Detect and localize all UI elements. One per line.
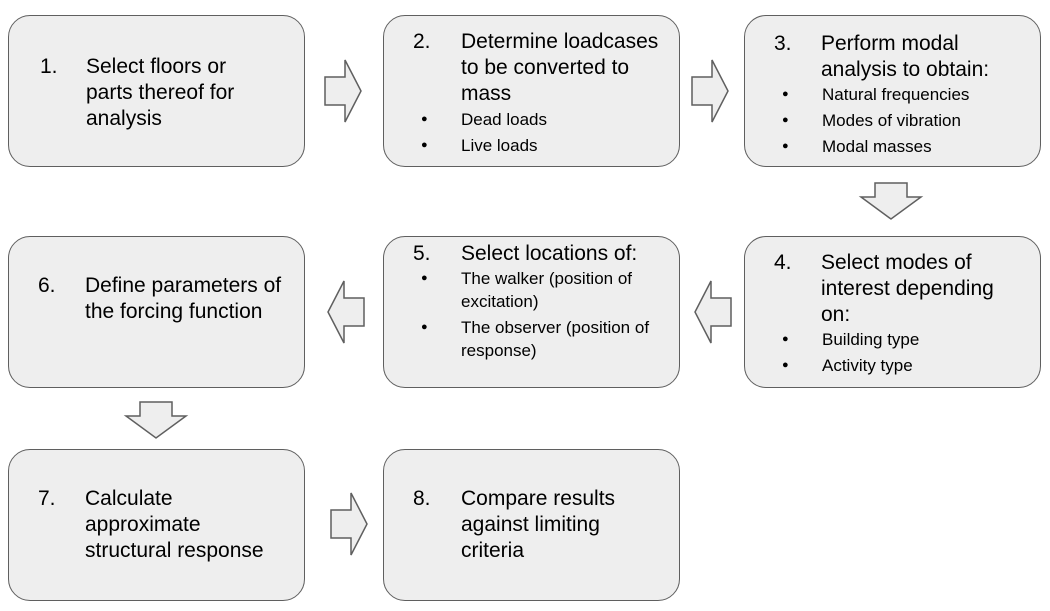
arrow-right-icon [324, 59, 362, 123]
step-8-number: 8. [413, 487, 431, 510]
arrow-down-icon [858, 182, 924, 220]
step-4-bullet-list: Building type Activity type [782, 328, 919, 380]
step-4-box: 4. Select modes of interest depending on… [744, 236, 1041, 388]
step-3-box: 3. Perform modal analysis to obtain: Nat… [744, 15, 1041, 167]
arrow-down-icon [123, 401, 189, 439]
step-2-bullet: Dead loads [421, 108, 547, 131]
step-6-box: 6. Define parameters of the forcing func… [8, 236, 305, 388]
step-7-box: 7. Calculate approximate structural resp… [8, 449, 305, 601]
step-5-text: Select locations of: [461, 242, 638, 265]
step-4-number: 4. [774, 251, 792, 274]
arrow-left-icon [327, 280, 365, 344]
step-6-number: 6. [38, 274, 56, 297]
step-3-bullet: Modal masses [782, 135, 969, 158]
step-3-text: Perform modal analysis to obtain: [821, 32, 990, 81]
step-5-box: 5. Select locations of: The walker (posi… [383, 236, 680, 388]
step-2-bullet-list: Dead loads Live loads [421, 108, 547, 160]
step-3-bullet: Natural frequencies [782, 83, 969, 106]
step-2-bullet: Live loads [421, 134, 547, 157]
arrow-left-icon [694, 280, 732, 344]
step-3-bullet-list: Natural frequencies Modes of vibration M… [782, 83, 969, 161]
step-2-box: 2. Determine loadcases to be converted t… [383, 15, 680, 167]
arrow-right-icon [330, 492, 368, 556]
step-8-text: Compare results against limiting criteri… [461, 487, 616, 562]
step-5-bullet-list: The walker (position of excitation) The … [421, 267, 666, 365]
step-5-number: 5. [413, 242, 431, 265]
step-1-text: Select floors or parts thereof for analy… [86, 55, 235, 130]
step-4-bullet: Activity type [782, 354, 919, 377]
step-6-text: Define parameters of the forcing functio… [85, 274, 282, 323]
step-3-number: 3. [774, 32, 792, 55]
step-1-number: 1. [40, 55, 58, 78]
step-4-text: Select modes of interest depending on: [821, 251, 994, 326]
step-2-text: Determine loadcases to be converted to m… [461, 30, 659, 105]
step-5-bullet: The observer (position of response) [421, 316, 666, 362]
arrow-right-icon [691, 59, 729, 123]
step-7-text: Calculate approximate structural respons… [85, 487, 264, 562]
step-8-box: 8. Compare results against limiting crit… [383, 449, 680, 601]
step-2-number: 2. [413, 30, 431, 53]
step-1-box: 1. Select floors or parts thereof for an… [8, 15, 305, 167]
step-4-bullet: Building type [782, 328, 919, 351]
step-3-bullet: Modes of vibration [782, 109, 969, 132]
step-5-bullet: The walker (position of excitation) [421, 267, 666, 313]
step-7-number: 7. [38, 487, 56, 510]
